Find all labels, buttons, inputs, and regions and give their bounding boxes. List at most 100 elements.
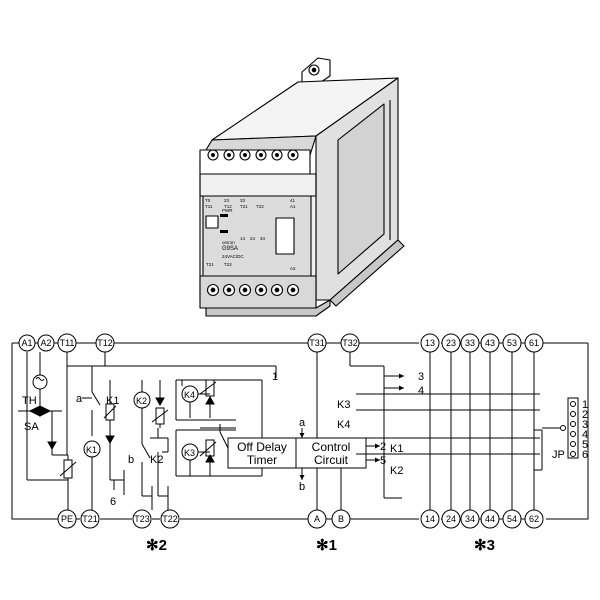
side-recess	[337, 103, 385, 275]
label-k2-coil: K2	[136, 396, 147, 406]
svg-text:14: 14	[425, 514, 435, 524]
svg-text:34: 34	[465, 514, 475, 524]
terminal-a: A	[307, 509, 327, 529]
svg-text:T21: T21	[82, 514, 98, 524]
svg-text:B: B	[338, 514, 344, 524]
panel-label-b14: 14	[240, 236, 246, 241]
svg-text:T12: T12	[97, 338, 113, 348]
panel-label-41: 41	[290, 198, 296, 203]
label-wire-4: 4	[418, 385, 424, 397]
label-k2-output: K2	[390, 465, 403, 477]
control-circuit-block	[295, 437, 367, 469]
label-contact-b: b	[128, 454, 134, 466]
jumper-pin-3: 3	[582, 419, 588, 431]
label-sa: SA	[24, 421, 39, 433]
svg-text:T31: T31	[309, 338, 325, 348]
panel-brand: omron	[222, 240, 235, 245]
terminal-pe: PE	[57, 509, 77, 529]
label-jp: JP	[552, 449, 565, 461]
label-k2-contact: K2	[150, 454, 163, 466]
panel-label-a1: A1	[290, 204, 296, 209]
jumper-pin-6: 6	[582, 449, 588, 461]
terminal-b: B	[331, 509, 351, 529]
terminal-23: 23	[441, 333, 461, 353]
svg-text:33: 33	[465, 338, 475, 348]
terminal-t11: T11	[57, 333, 77, 353]
bottom-terminals: PE T21 T23 T22 A B 14 24 34 44 54 62	[57, 509, 544, 529]
panel-label-t22: T22	[256, 204, 264, 209]
label-k3-coil: K3	[184, 448, 195, 458]
svg-text:43: 43	[485, 338, 495, 348]
mounting-tab	[301, 57, 331, 85]
terminal-t23: T23	[132, 509, 152, 529]
off-delay-timer-label-1: Off Delay	[237, 440, 287, 454]
terminal-53: 53	[502, 333, 522, 353]
panel-label-t11: T11	[205, 204, 213, 209]
top-terminals: A1 A2 T11 T12 T31 T32 13 23 33 43 53 61	[18, 333, 544, 353]
terminal-24: 24	[441, 509, 461, 529]
diagram-labels: TH SA a K1 K2 K4 K1 b K2 K3 1 6 a b 2 5 …	[22, 371, 565, 508]
panel-labels: T0 T11 23 T12 33 T21 T22 41 A1 PWR omron…	[205, 198, 296, 271]
panel-label-bt22: T22	[224, 262, 232, 267]
panel-label-t0: T0	[205, 198, 211, 203]
terminal-33: 33	[460, 333, 480, 353]
note-marker-3: ✻3	[474, 537, 495, 554]
jumper-pin-labels: 1 2 3 4 5 6	[582, 399, 588, 461]
terminal-t21: T21	[80, 509, 100, 529]
terminal-13: 13	[420, 333, 440, 353]
terminal-t31: T31	[307, 333, 327, 353]
jumper-pin-2: 2	[582, 409, 588, 421]
svg-text:13: 13	[425, 338, 435, 348]
label-wire-2: 2	[380, 441, 386, 453]
label-k1-output: K1	[390, 443, 403, 455]
panel-label-a2: A2	[290, 266, 296, 271]
terminal-54: 54	[502, 509, 522, 529]
frame-left	[11, 343, 58, 520]
label-node-b: b	[299, 481, 305, 493]
svg-text:53: 53	[507, 338, 517, 348]
terminal-t22: T22	[160, 509, 180, 529]
label-th: TH	[22, 395, 37, 407]
panel-label-33: 33	[240, 198, 246, 203]
svg-text:23: 23	[446, 338, 456, 348]
label-wire-5: 5	[380, 455, 386, 467]
panel-label-b34: 34	[260, 236, 266, 241]
terminal-43: 43	[480, 333, 500, 353]
off-delay-timer-block	[227, 437, 297, 469]
jumper-pin-1: 1	[582, 399, 588, 411]
terminal-61: 61	[524, 333, 544, 353]
panel-rating: 24VAC/DC	[222, 254, 244, 259]
control-circuit-label-1: Control	[312, 440, 351, 454]
svg-text:T32: T32	[342, 338, 358, 348]
svg-text:62: 62	[529, 514, 539, 524]
panel-label-pwr: PWR	[222, 208, 233, 213]
relay-unit-illustration	[199, 57, 405, 317]
footnote-markers: ✻2 ✻1 ✻3	[146, 537, 495, 554]
svg-text:A: A	[314, 514, 320, 524]
svg-text:44: 44	[485, 514, 495, 524]
svg-text:T23: T23	[134, 514, 150, 524]
terminal-t32: T32	[340, 333, 360, 353]
svg-text:61: 61	[529, 338, 539, 348]
label-k1-contact: K1	[106, 395, 119, 407]
terminal-t12: T12	[95, 333, 115, 353]
label-k1-coil: K1	[86, 445, 97, 455]
terminal-62: 62	[524, 509, 544, 529]
block-texts: Off Delay Timer Control Circuit	[237, 440, 350, 467]
panel-label-t12: T12	[224, 204, 232, 209]
lamp-symbol	[32, 374, 48, 390]
jumper-pin-4: 4	[582, 429, 588, 441]
label-wire-3: 3	[418, 371, 424, 383]
svg-text:24: 24	[446, 514, 456, 524]
terminal-14: 14	[420, 509, 440, 529]
label-k4-contact: K4	[337, 419, 350, 431]
label-wire-6: 6	[110, 496, 116, 508]
panel-label-t21: T21	[240, 204, 248, 209]
frame-right	[546, 343, 589, 520]
svg-text:A2: A2	[40, 338, 51, 348]
terminal-a1: A1	[18, 334, 36, 352]
label-node-a: a	[299, 417, 306, 429]
label-k3-contact: K3	[337, 399, 350, 411]
control-circuit-label-2: Circuit	[314, 453, 349, 467]
